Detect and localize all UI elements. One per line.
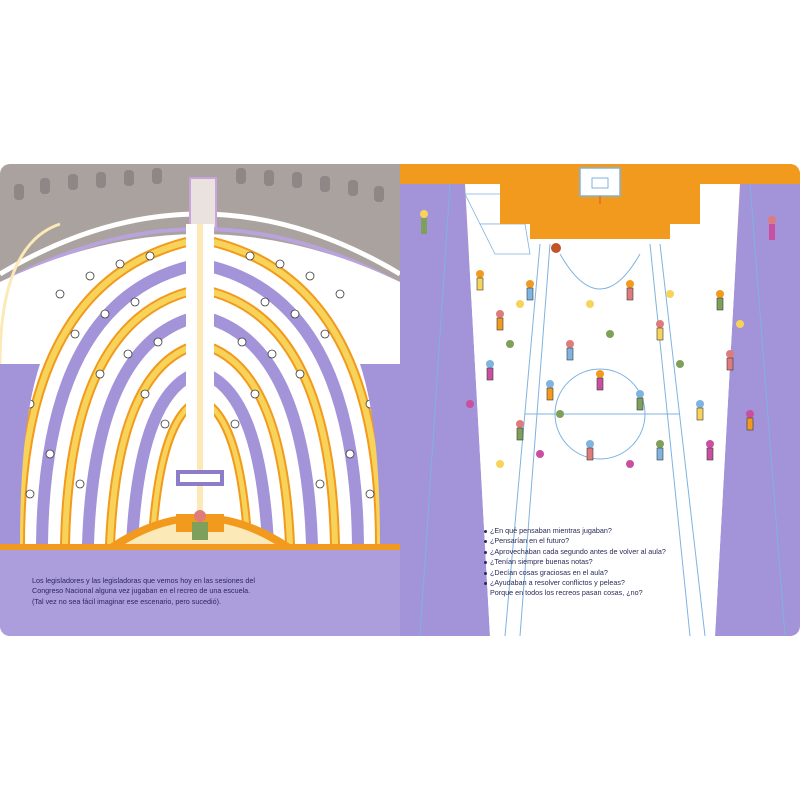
speaker-figure xyxy=(194,510,206,522)
closing-line: Porque en todos los recreos pasan cosas,… xyxy=(490,588,643,598)
schoolyard-illustration xyxy=(400,164,800,636)
caption-line: Congreso Nacional alguna vez jugaban en … xyxy=(32,586,251,596)
question-item: ¿Decían cosas graciosas en el aula? xyxy=(484,568,704,578)
backboard xyxy=(579,167,621,197)
right-page: ¿En qué pensaban mientras jugaban? ¿Pens… xyxy=(400,164,800,636)
left-page: Los legisladores y las legisladoras que … xyxy=(0,164,400,636)
caption-line: Los legisladores y las legisladoras que … xyxy=(32,576,255,585)
right-wall xyxy=(715,184,800,636)
children-crowd xyxy=(466,270,754,468)
left-wall xyxy=(400,184,490,636)
left-caption: Los legisladores y las legisladoras que … xyxy=(32,576,372,607)
chamber-door xyxy=(189,177,217,229)
question-item: ¿Tenían siempre buenas notas? xyxy=(484,557,704,567)
questions-list: ¿En qué pensaban mientras jugaban? ¿Pens… xyxy=(484,526,704,588)
questions-block: ¿En qué pensaban mientras jugaban? ¿Pens… xyxy=(484,526,704,599)
book-spread: Los legisladores y las legisladoras que … xyxy=(0,164,800,636)
question-item: ¿Pensarían en el futuro? xyxy=(484,536,704,546)
congress-illustration xyxy=(0,164,400,636)
question-item: ¿En qué pensaban mientras jugaban? xyxy=(484,526,704,536)
question-item: ¿Ayudaban a resolver conflictos y peleas… xyxy=(484,578,704,588)
basketball xyxy=(551,243,561,253)
caption-line: (Tal vez no sea fácil imaginar ese escen… xyxy=(32,596,221,606)
question-item: ¿Aprovechaban cada segundo antes de volv… xyxy=(484,547,704,557)
